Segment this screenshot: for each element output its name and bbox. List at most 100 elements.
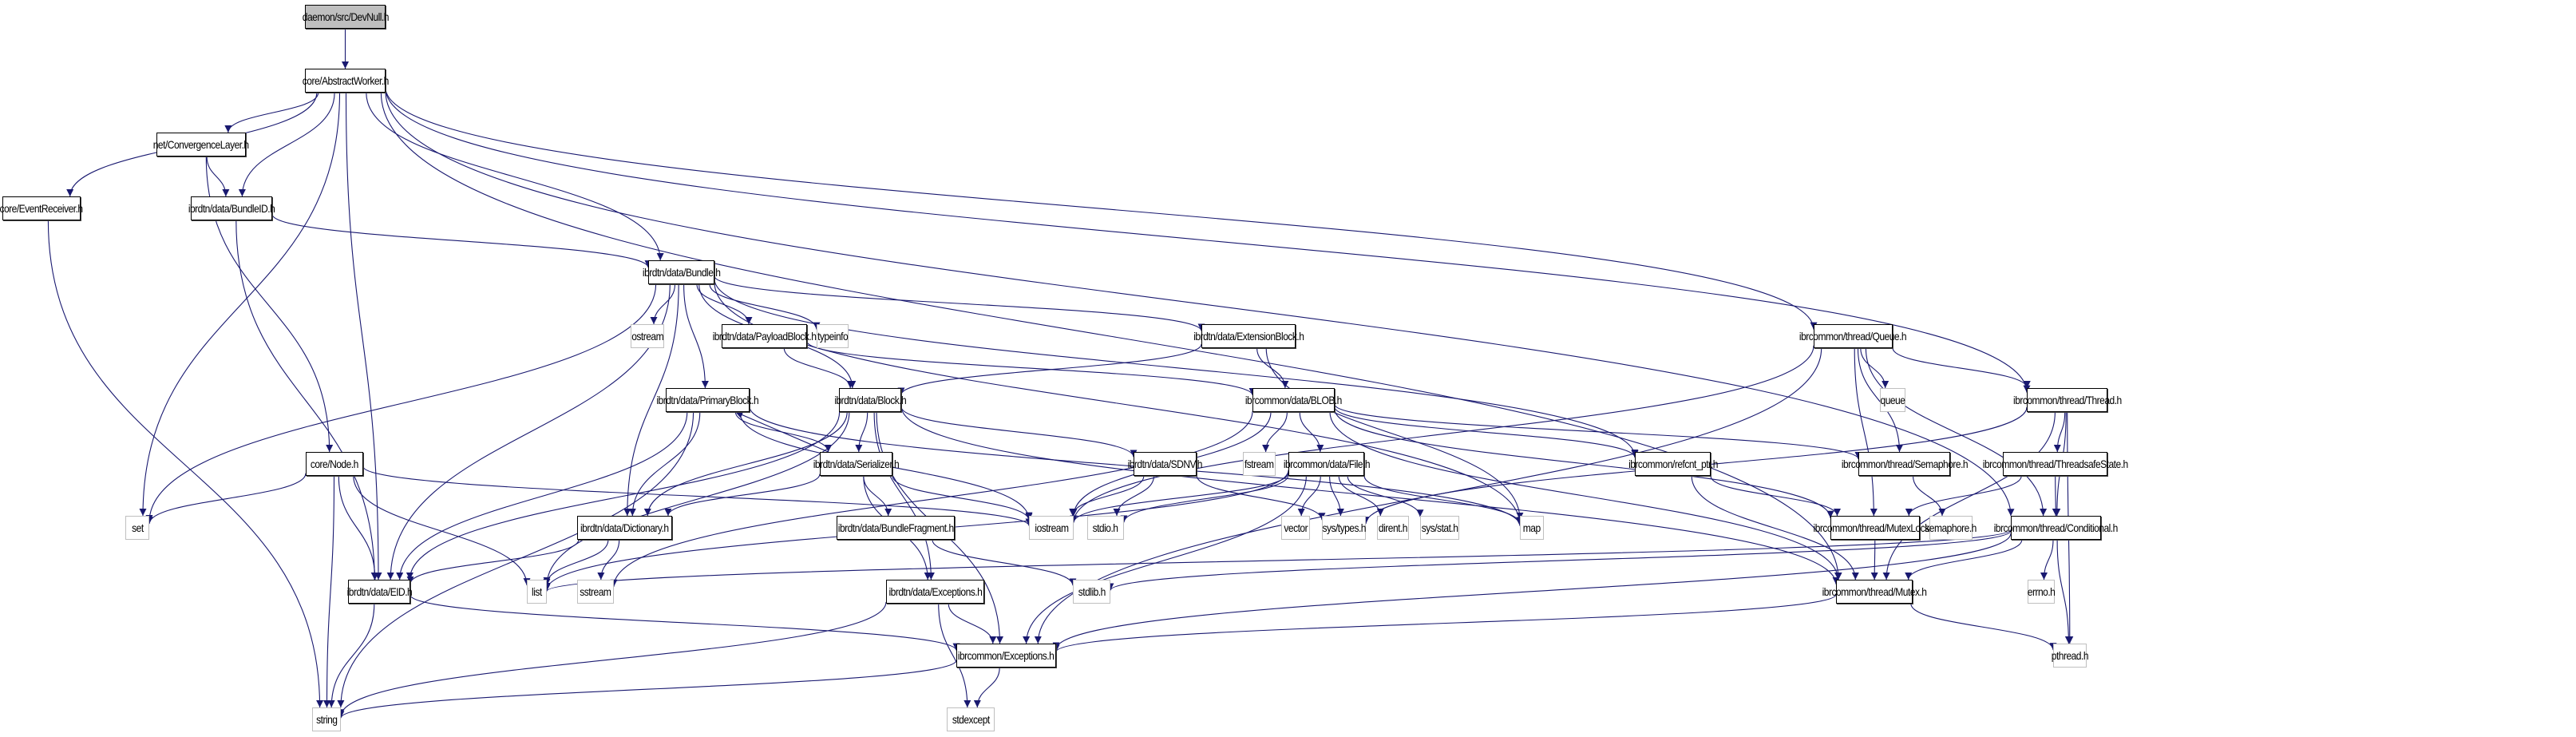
node-label: net/ConvergenceLayer.h bbox=[153, 138, 249, 151]
node-bundle[interactable]: ibrdtn/data/Bundle.h bbox=[643, 260, 721, 284]
edge-block-to-serializer bbox=[855, 411, 869, 453]
edge-eventreceiver-to-string bbox=[47, 220, 324, 708]
edge-serializer-to-dictionary bbox=[664, 474, 821, 517]
node-blob[interactable]: ibrcommon/data/BLOB.h bbox=[1245, 388, 1343, 412]
node-eventreceiver[interactable]: core/EventReceiver.h bbox=[0, 196, 84, 220]
edge-serializer-to-iostream bbox=[892, 475, 1033, 521]
node-bundleid[interactable]: ibrdtn/data/BundleID.h bbox=[188, 196, 275, 220]
edge-bundle-to-ostream bbox=[650, 283, 676, 325]
node-label: list bbox=[532, 585, 542, 598]
edge-dictionary-to-list bbox=[543, 539, 609, 584]
node-devnull[interactable]: daemon/src/DevNull.h bbox=[302, 5, 389, 29]
node-label: ibrdtn/data/PayloadBlock.h bbox=[712, 330, 817, 343]
node-file[interactable]: ibrcommon/data/File.h bbox=[1283, 452, 1370, 476]
edge-serializer-to-bundlefragment bbox=[863, 475, 892, 517]
node-iostream: iostream bbox=[1029, 516, 1074, 540]
node-payloadblock[interactable]: ibrdtn/data/PayloadBlock.h bbox=[713, 324, 817, 348]
node-label: ibrcommon/Exceptions.h bbox=[958, 649, 1055, 662]
node-label: ibrdtn/data/Serializer.h bbox=[813, 458, 900, 470]
node-mutexlock[interactable]: ibrcommon/thread/MutexLock.h bbox=[1814, 516, 1937, 540]
edge-block-to-dictionary bbox=[643, 411, 848, 517]
edge-node-to-string bbox=[323, 475, 335, 708]
node-dataexceptions[interactable]: ibrdtn/data/Exceptions.h bbox=[886, 580, 984, 604]
edge-file-to-exceptions bbox=[1023, 475, 1307, 644]
node-threadsafestate[interactable]: ibrcommon/thread/ThreadsafeState.h bbox=[1983, 452, 2128, 476]
node-label: errno.h bbox=[2027, 585, 2056, 598]
edge-eid-to-string bbox=[327, 603, 375, 708]
node-label: iostream bbox=[1034, 521, 1069, 534]
node-label: sys/stat.h bbox=[1421, 521, 1458, 534]
edge-exceptions-to-string bbox=[337, 660, 957, 719]
edge-abstractworker-to-convergencelayer bbox=[224, 92, 319, 133]
node-block[interactable]: ibrdtn/data/Block.h bbox=[834, 388, 906, 412]
edge-queue_h-to-thread bbox=[1892, 347, 2031, 389]
node-semaphore: semaphore.h bbox=[1925, 516, 1977, 540]
node-convergencelayer[interactable]: net/ConvergenceLayer.h bbox=[153, 133, 249, 157]
node-conditional[interactable]: ibrcommon/thread/Conditional.h bbox=[1994, 516, 2119, 540]
edge-sdnv-to-stdio bbox=[1113, 475, 1155, 517]
node-extensionblock[interactable]: ibrdtn/data/ExtensionBlock.h bbox=[1193, 324, 1304, 348]
node-queue_h[interactable]: ibrcommon/thread/Queue.h bbox=[1799, 324, 1907, 348]
node-abstractworker[interactable]: core/AbstractWorker.h bbox=[302, 69, 389, 93]
edge-file-to-systypes bbox=[1329, 475, 1344, 517]
node-mutex[interactable]: ibrcommon/thread/Mutex.h bbox=[1822, 580, 1927, 604]
edge-eid-to-exceptions bbox=[410, 594, 960, 651]
edge-dictionary-to-sstream bbox=[597, 539, 620, 580]
edge-block-to-eid bbox=[406, 411, 841, 580]
edge-node-to-set bbox=[145, 473, 307, 525]
node-semaphore_h[interactable]: ibrcommon/thread/Semaphore.h bbox=[1841, 452, 1968, 476]
edge-primaryblock-to-eid bbox=[396, 411, 688, 580]
node-dirent: dirent.h bbox=[1377, 516, 1409, 540]
edge-block-to-sdnv bbox=[900, 406, 1138, 458]
node-node[interactable]: core/Node.h bbox=[306, 452, 363, 476]
node-label: ibrcommon/data/BLOB.h bbox=[1245, 394, 1343, 406]
node-label: ibrcommon/thread/Mutex.h bbox=[1822, 585, 1927, 598]
edge-bundle-to-typeinfo bbox=[709, 283, 821, 330]
node-thread[interactable]: ibrcommon/thread/Thread.h bbox=[2013, 388, 2122, 412]
node-exceptions[interactable]: ibrcommon/Exceptions.h bbox=[956, 644, 1056, 668]
node-label: ibrdtn/data/EID.h bbox=[346, 585, 412, 598]
node-label: daemon/src/DevNull.h bbox=[302, 10, 389, 23]
edge-blob-to-refcnt bbox=[1334, 406, 1639, 458]
edge-conditional-to-mutex bbox=[1905, 539, 2023, 580]
edge-abstractworker-to-eid bbox=[345, 92, 382, 580]
edge-conditional-to-exceptions bbox=[1052, 533, 2012, 650]
node-list: list bbox=[527, 580, 547, 604]
node-label: ibrcommon/thread/ThreadsafeState.h bbox=[1982, 458, 2128, 470]
edge-payloadblock-to-block bbox=[783, 347, 854, 389]
edge-dataexceptions-to-string bbox=[337, 601, 887, 717]
node-dictionary[interactable]: ibrdtn/data/Dictionary.h bbox=[577, 516, 672, 540]
node-serializer[interactable]: ibrdtn/data/Serializer.h bbox=[813, 452, 900, 476]
node-label: typeinfo bbox=[817, 330, 849, 343]
edge-primaryblock-to-string bbox=[337, 411, 694, 708]
edge-queue_h-to-semaphore_h bbox=[1857, 347, 1903, 453]
edge-conditional-to-errno bbox=[2040, 539, 2054, 580]
node-queue: queue bbox=[1880, 388, 1905, 412]
edge-abstractworker-to-bundle bbox=[366, 92, 664, 261]
node-eid[interactable]: ibrdtn/data/EID.h bbox=[346, 580, 412, 604]
node-label: ibrdtn/data/Bundle.h bbox=[642, 266, 721, 279]
edge-bundlefragment-to-stdlib bbox=[932, 539, 1077, 586]
edge-abstractworker-to-bundleid bbox=[238, 92, 335, 197]
node-label: core/Node.h bbox=[311, 458, 358, 470]
edge-mutex-to-pthread bbox=[1910, 603, 2057, 651]
edge-conditional-to-stdlib bbox=[1106, 530, 2012, 591]
node-label: vector bbox=[1284, 521, 1308, 534]
node-label: dirent.h bbox=[1378, 521, 1408, 534]
edge-bundle-to-dictionary bbox=[623, 283, 679, 517]
node-bundlefragment[interactable]: ibrdtn/data/BundleFragment.h bbox=[837, 516, 955, 540]
edge-file-to-stdio bbox=[1120, 474, 1289, 523]
edge-abstractworker-to-mutex bbox=[380, 92, 1842, 580]
node-label: ibrdtn/data/Dictionary.h bbox=[580, 521, 669, 534]
node-set: set bbox=[125, 516, 149, 540]
edge-thread-to-mutex bbox=[1882, 411, 2056, 580]
edge-threadsafestate-to-mutexlock bbox=[1905, 475, 2022, 517]
node-primaryblock[interactable]: ibrdtn/data/PrimaryBlock.h bbox=[657, 388, 759, 412]
edge-blob-to-mutex bbox=[1329, 411, 1842, 580]
node-label: ibrcommon/thread/MutexLock.h bbox=[1813, 521, 1937, 534]
edge-bundleid-to-bundle bbox=[271, 214, 652, 268]
node-sdnv[interactable]: ibrdtn/data/SDNV.h bbox=[1128, 452, 1203, 476]
edge-block-to-list bbox=[543, 411, 850, 586]
edge-file-to-vector bbox=[1297, 475, 1321, 517]
node-refcnt[interactable]: ibrcommon/refcnt_ptr.h bbox=[1628, 452, 1718, 476]
